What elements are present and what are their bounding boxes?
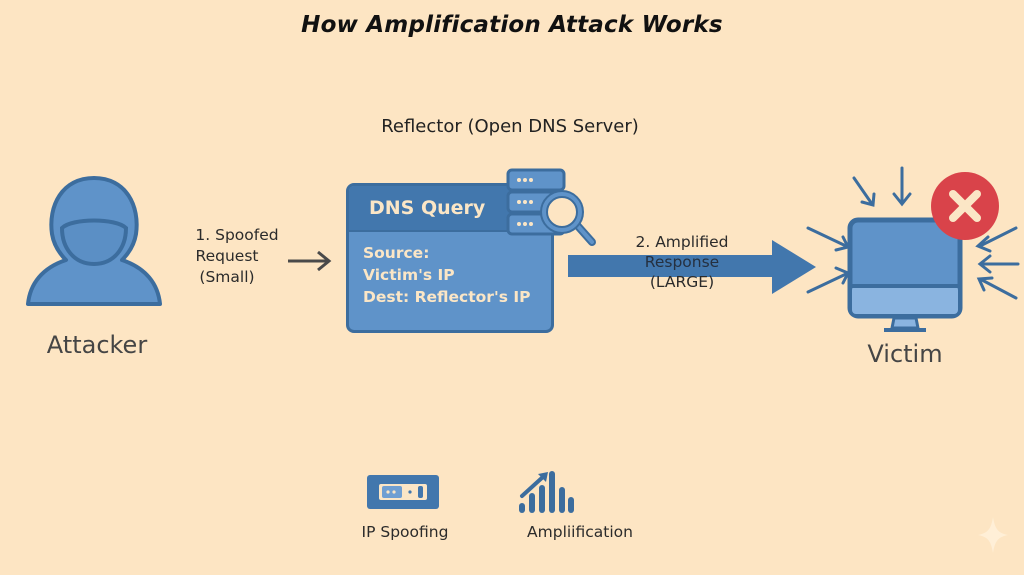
step2-line: (LARGE) xyxy=(649,273,715,291)
magnifier-icon xyxy=(540,190,596,246)
victim-monitor-icon xyxy=(806,166,1020,332)
step2-line: 2. Amplified xyxy=(635,233,729,251)
step1-line: (Small) xyxy=(199,268,255,286)
hooded-attacker-icon xyxy=(26,176,162,306)
error-x-icon xyxy=(931,172,999,240)
small-request-arrow-icon xyxy=(288,250,332,272)
ip-spoofing-card-icon xyxy=(367,475,439,509)
sparkle-watermark-icon xyxy=(978,517,1008,553)
step1-label: 1. Spoofed Request (Small) xyxy=(172,225,302,288)
incoming-traffic-arrows xyxy=(806,166,1020,300)
large-response-arrow-icon xyxy=(568,240,816,294)
step1-line: Request xyxy=(195,247,259,265)
step2-label: 2. Amplified Response (LARGE) xyxy=(592,232,772,292)
victim-label: Victim xyxy=(867,340,943,368)
legend-ip-spoofing-label: IP Spoofing xyxy=(361,523,449,541)
step2-line: Response xyxy=(644,253,720,271)
attacker-label: Attacker xyxy=(46,331,148,359)
reflector-title: Reflector (Open DNS Server) xyxy=(381,116,639,137)
dns-server-stack-icon xyxy=(506,168,596,246)
amplification-bars-icon xyxy=(519,471,574,513)
step1-line: 1. Spoofed xyxy=(195,226,279,244)
dns-dest-value: Dest: Reflector's IP xyxy=(363,288,531,306)
dns-source-label: Source: xyxy=(363,244,430,262)
legend-amplification-label: Ampliification xyxy=(527,523,633,541)
dns-source-value: Victim's IP xyxy=(363,266,455,284)
diagram-title: How Amplification Attack Works xyxy=(301,12,723,38)
